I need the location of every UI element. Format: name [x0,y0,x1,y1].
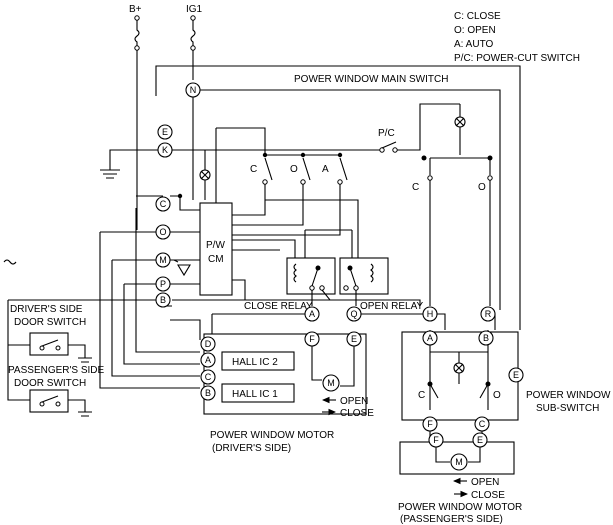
driver-terminal-f: F [309,334,315,344]
terminal-n: N [190,85,197,95]
driver-terminal-d: D [205,339,212,349]
switch-label-c: C [250,164,257,175]
driver-door-switch-label-1: DRIVER'S SIDE [10,304,83,315]
passenger-door-switch-label-1: PASSENGER'S SIDE [8,365,105,376]
passenger-motor-title-2: (PASSENGER'S SIDE) [400,514,503,525]
driver-open-label: OPEN [340,396,368,407]
pw-cm-label-1: P/W [206,240,225,251]
ac-symbol [3,259,17,265]
sub-switch-title-2: SUB-SWITCH [536,403,599,414]
terminal-e: E [162,127,168,137]
terminal-b: B [160,295,166,305]
passenger-open-label: OPEN [471,477,499,488]
sub-switch-box [401,331,519,421]
hall-ic-2-label: HALL IC 2 [232,357,278,368]
driver-terminal-e: E [351,334,357,344]
n-bus-wire [193,89,501,310]
pc-switch-contact-2 [392,147,398,153]
driver-motor-title-2: (DRIVER'S SIDE) [212,443,291,454]
sub-terminal-a: A [427,333,433,343]
driver-close-label: CLOSE [340,408,374,419]
sub-terminal-c: C [479,419,486,429]
switch-label-a: A [322,164,329,175]
passenger-terminal-e: E [477,435,483,445]
passenger-motor: M F E OPEN CLOSE POWER WINDOW MOTOR (PAS… [398,431,522,525]
main-switch-outer-wire [155,65,521,330]
open-relay-label: OPEN RELAY [360,301,423,312]
sub-switch: C O POWER WINDOW SUB-SWITCH A B E F C [401,330,611,432]
driver-terminal-c: C [205,372,212,382]
terminal-q: Q [350,309,357,319]
terminal-h: H [427,309,434,319]
driver-terminal-b: B [205,388,211,398]
driver-motor-m: M [327,378,335,388]
driver-motor [322,374,340,392]
legend-open: O: OPEN [454,25,496,36]
driver-motor-title-1: POWER WINDOW MOTOR [210,430,334,441]
sub-switch-c: C [418,390,425,401]
sub-terminal-e: E [513,370,519,380]
door-switches: DRIVER'S SIDE DOOR SWITCH PASSENGER'S SI… [3,259,105,417]
sub-terminal-f: F [427,419,433,429]
passenger-terminal-f: F [433,435,439,445]
main-right-o: O [478,182,486,193]
hall-ic-1-label: HALL IC 1 [232,389,278,400]
driver-door-switch-label-2: DOOR SWITCH [14,317,86,328]
driver-door-switch [29,332,69,356]
main-right-c: C [412,182,419,193]
terminal-r: R [485,309,492,319]
driver-motor: HALL IC 2 HALL IC 1 M OPEN CLOSE POWER W… [200,331,374,454]
passenger-motor-title-1: POWER WINDOW MOTOR [398,502,522,513]
sub-switch-title-1: POWER WINDOW [526,390,611,401]
passenger-door-switch [29,389,69,413]
sub-terminal-b: B [483,333,489,343]
ig1-fuse-wire [190,20,196,80]
sub-switch-o: O [493,390,501,401]
close-relay-label: CLOSE RELAY [244,301,313,312]
terminal-p: P [160,279,166,289]
legend: C: CLOSE O: OPEN A: AUTO P/C: POWER-CUT … [454,11,580,64]
switch-label-o: O [290,164,298,175]
driver-terminal-a: A [205,355,211,365]
pc-label: P/C [378,128,395,139]
hall-ic-1 [221,383,295,403]
terminal-k: K [162,145,168,155]
bplus-fuse-wire [134,20,140,230]
hall-ic-2 [221,351,295,371]
bplus-terminal [134,15,140,21]
legend-auto: A: AUTO [454,39,493,50]
passenger-motor-m: M [455,457,463,467]
terminal-m: M [159,255,167,265]
ig1-label: IG1 [186,4,203,15]
pw-cm-box [199,202,233,296]
passenger-door-switch-label-2: DOOR SWITCH [14,378,86,389]
legend-power-cut: P/C: POWER-CUT SWITCH [454,53,580,64]
main-switch-terminals: N E K C O M P B A Q H R [155,82,496,322]
ig1-terminal [190,15,196,21]
terminal-c: C [160,199,167,209]
bplus-label: B+ [129,4,142,15]
pw-cm-label-2: CM [208,254,224,265]
main-switch-title: POWER WINDOW MAIN SWITCH [294,74,448,85]
legend-close: C: CLOSE [454,11,501,22]
terminal-a: A [309,309,315,319]
passenger-motor [450,453,468,471]
power-inputs: B+ IG1 [129,4,203,230]
passenger-close-label: CLOSE [471,490,505,501]
terminal-o: O [159,227,166,237]
pc-switch-contact-1 [379,147,385,153]
